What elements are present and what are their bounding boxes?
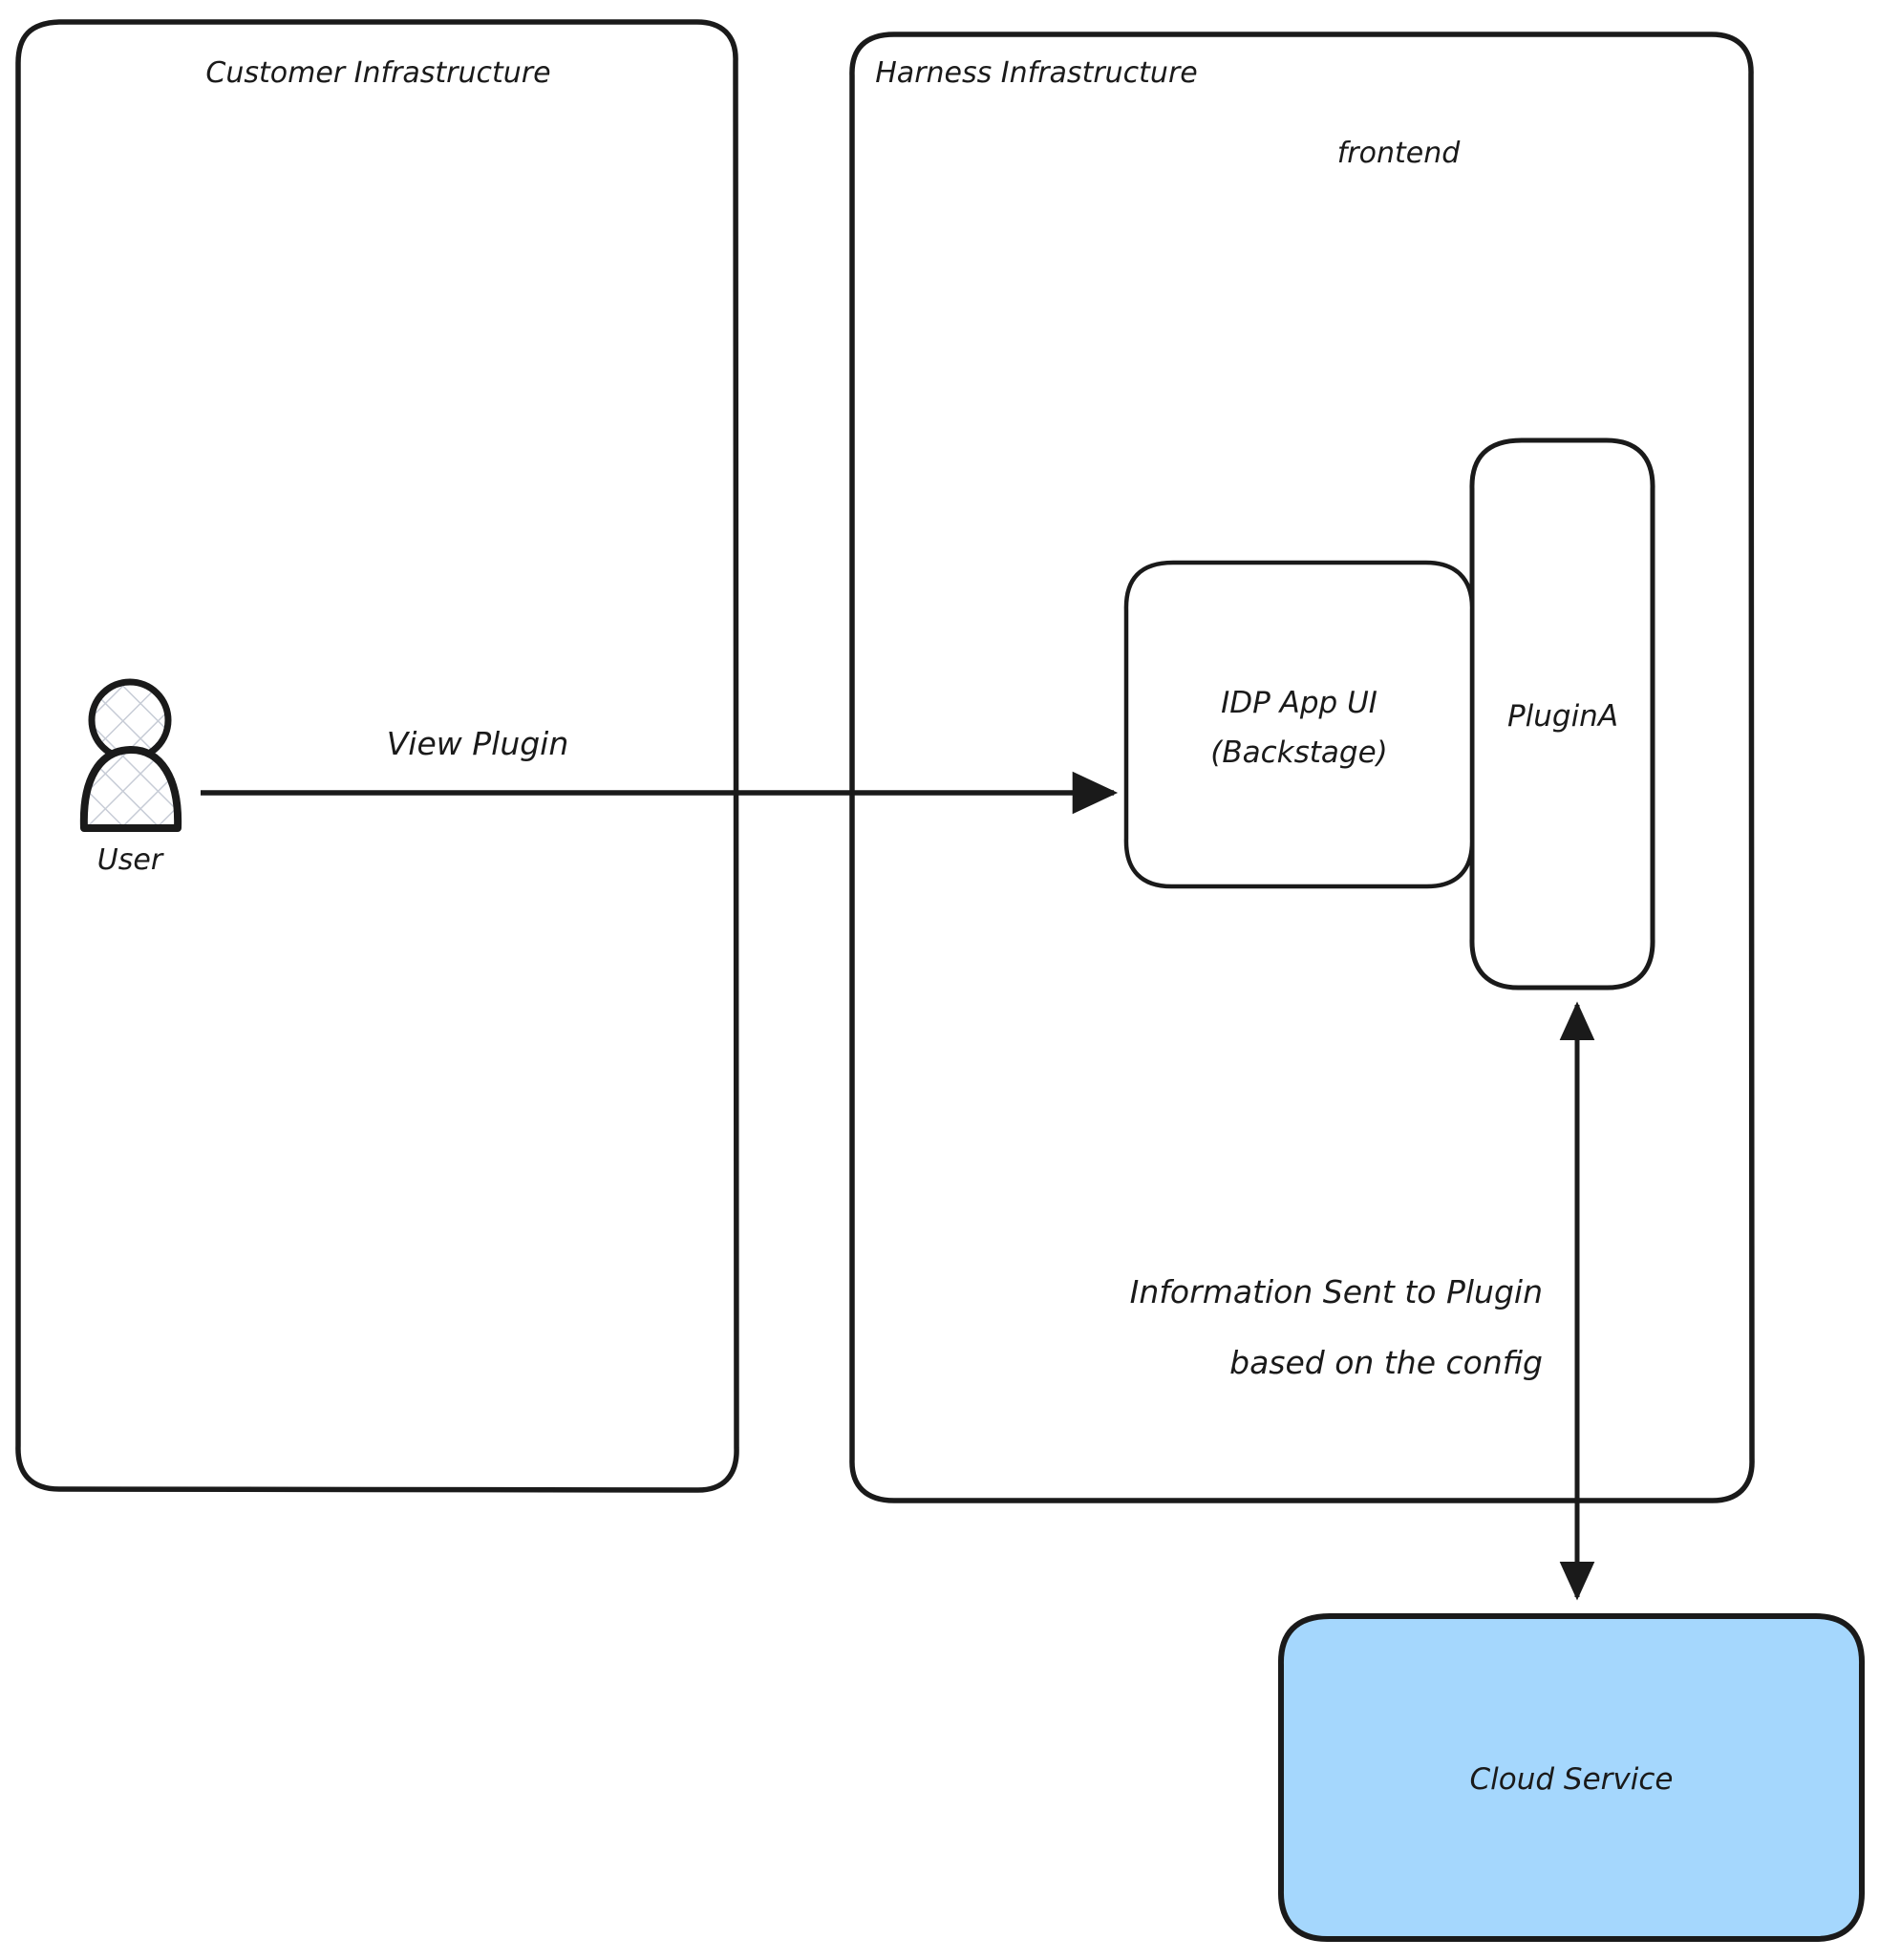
edge-user-to-idp[interactable]: View Plugin [201,725,1119,815]
actor-user-label: User [97,843,164,877]
edge-cloud-to-plugin-label-line1: Information Sent to Plugin [1130,1273,1543,1310]
node-plugin-a[interactable]: PluginA [1469,437,1655,991]
node-idp-app-ui[interactable]: IDP App UI (Backstage) [1123,560,1475,889]
group-label-frontend: frontend [1337,137,1461,170]
container-customer-infrastructure-label: Customer Infrastructure [205,56,550,90]
actor-user[interactable]: User [79,678,182,877]
container-harness-infrastructure[interactable]: Harness Infrastructure frontend [849,32,1755,1503]
node-cloud-service-label: Cloud Service [1470,1762,1674,1797]
container-harness-infrastructure-label: Harness Infrastructure [875,56,1198,90]
node-idp-app-ui-label-line1: IDP App UI [1221,686,1377,720]
node-plugin-a-label: PluginA [1507,699,1618,734]
node-idp-app-ui-label-line2: (Backstage) [1210,735,1388,770]
edge-user-to-idp-label: View Plugin [387,725,569,762]
node-cloud-service[interactable]: Cloud Service [1277,1612,1866,1943]
container-customer-infrastructure[interactable]: Customer Infrastructure [15,19,739,1493]
edge-cloud-to-plugin-label-line2: based on the config [1229,1344,1543,1381]
edge-cloud-to-plugin[interactable]: Information Sent to Plugin based on the … [1130,1001,1595,1601]
user-actor-icon [79,678,182,832]
